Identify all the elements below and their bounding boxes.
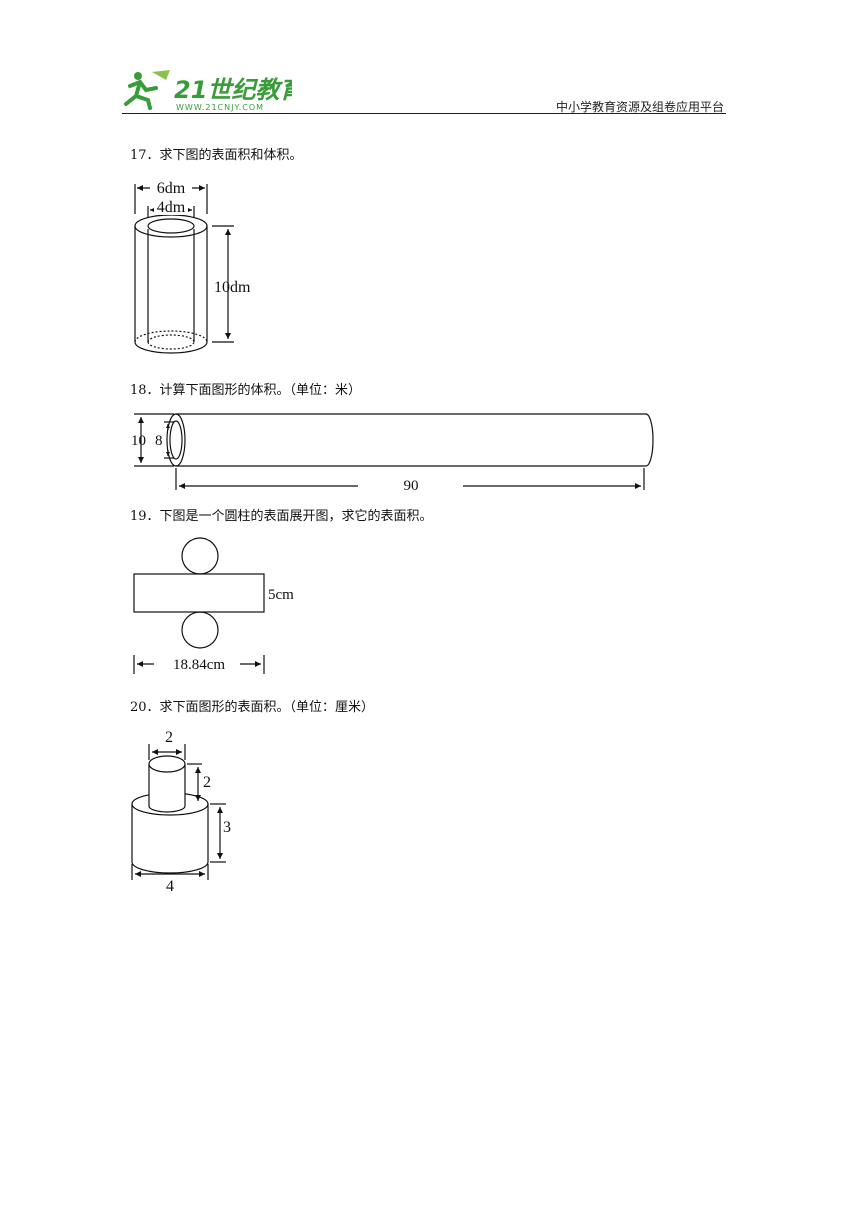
q19-height-label: 5cm xyxy=(268,587,294,603)
question-19-figure-cylinder-net: 5cm 18.84cm xyxy=(133,537,294,674)
question-18-text: 18．计算下面图形的体积。（单位：米） xyxy=(130,383,362,398)
q20-bottom-diameter-label: 4 xyxy=(166,878,174,895)
logo-text: 21世纪教育 xyxy=(174,76,292,104)
header-divider xyxy=(122,113,726,114)
question-17-text: 17．求下图的表面积和体积。 xyxy=(130,148,303,163)
q20-top-diameter-label: 2 xyxy=(165,729,173,746)
page-header: 21世纪教育 WWW.21CNJY.COM 中小学教育资源及组卷应用平台 xyxy=(122,64,726,114)
header-platform-name: 中小学教育资源及组卷应用平台 xyxy=(555,100,724,114)
q17-height-label: 10dm xyxy=(214,279,251,296)
question-17-figure-hollow-cylinder: 6dm 4dm 10dm xyxy=(134,179,251,354)
question-19-text: 19．下图是一个圆柱的表面展开图，求它的表面积。 xyxy=(130,509,433,524)
q17-inner-diameter-label: 4dm xyxy=(157,199,186,216)
q20-top-height-label: 2 xyxy=(203,774,211,791)
question-20-figure-stacked-cylinders: 2 2 3 4 xyxy=(131,729,231,895)
q18-length-label: 90 xyxy=(404,478,419,494)
question-20-text: 20．求下面图形的表面积。（单位：厘米） xyxy=(130,700,375,715)
q19-width-label: 18.84cm xyxy=(173,657,225,673)
q18-outer-diameter-label: 10 xyxy=(131,433,146,449)
question-18-figure-pipe: 10 8 90 xyxy=(131,413,654,494)
q20-bottom-height-label: 3 xyxy=(223,819,231,836)
logo-21cnjy: 21世纪教育 WWW.21CNJY.COM xyxy=(124,70,292,112)
logo-url: WWW.21CNJY.COM xyxy=(176,103,264,112)
q17-outer-diameter-label: 6dm xyxy=(157,180,186,197)
q18-inner-diameter-label: 8 xyxy=(155,433,163,449)
